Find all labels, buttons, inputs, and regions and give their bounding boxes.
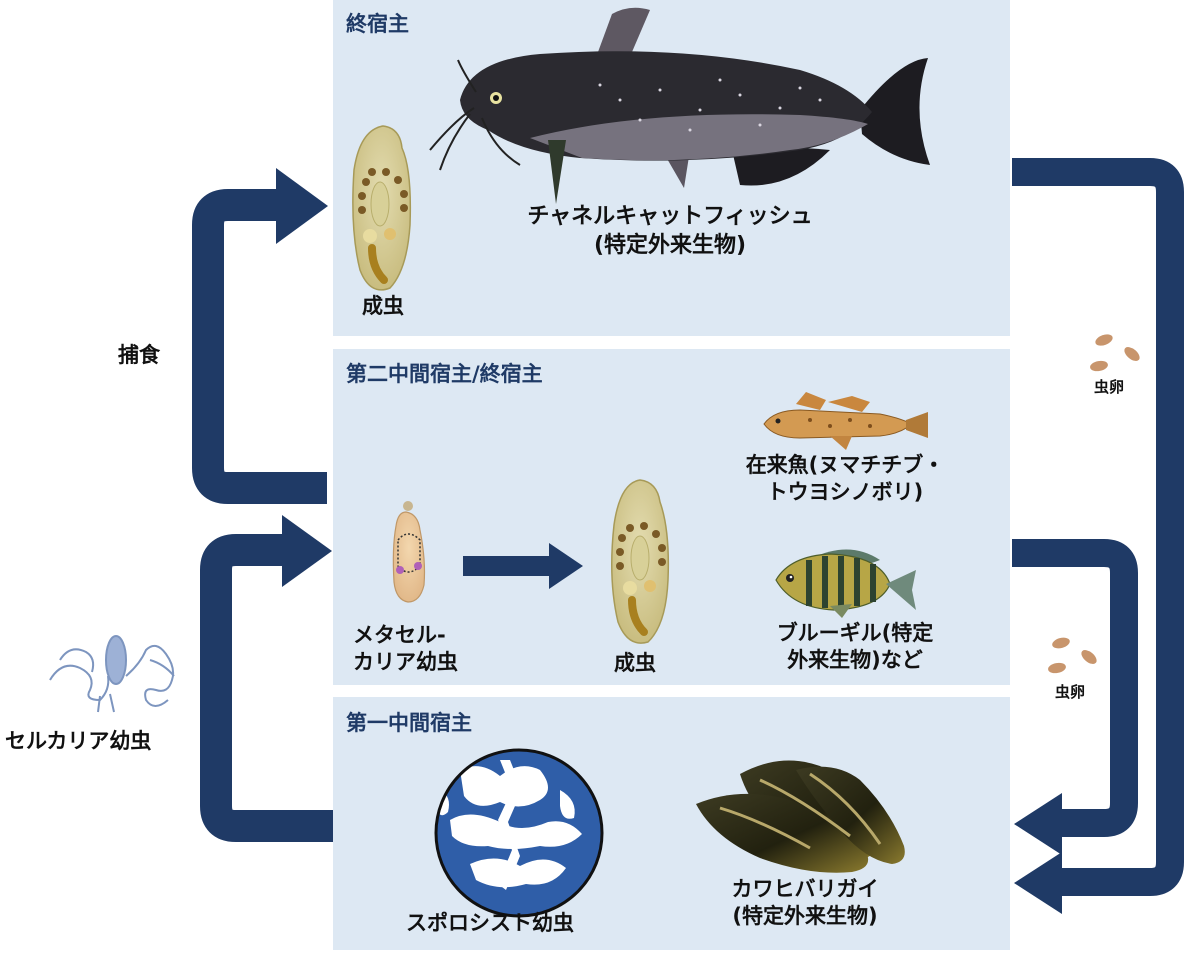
adult-label-final: 成虫: [362, 294, 404, 318]
cercaria-illustration: [49, 635, 175, 713]
mussel-label: カワヒバリガイ (特定外来生物): [731, 877, 879, 929]
egg-label-upper: 虫卵: [1094, 378, 1125, 396]
egg-label-lower: 虫卵: [1055, 683, 1086, 701]
cercaria-arrow: [200, 534, 333, 842]
predation-arrow-head: [276, 168, 328, 244]
egg-icon: [1090, 334, 1140, 372]
sporocyst-label: スポロシスト幼虫: [406, 911, 574, 935]
native-fish-label: 在来魚(ヌマチチブ・ トウヨシノボリ): [745, 453, 945, 505]
predation-arrow: [192, 189, 327, 504]
mussel-illustration: [696, 760, 905, 873]
cercaria-label: セルカリア幼虫: [5, 729, 152, 753]
goby-illustration: [763, 392, 928, 450]
cercaria-arrow-head: [282, 515, 332, 587]
panel-second-intermediate-host: [333, 349, 1010, 685]
predation-label: 捕食: [118, 343, 160, 367]
egg-arrow-inner: [1012, 539, 1138, 837]
metacercaria-illustration: [392, 501, 426, 603]
panel-title-first-host: 第一中間宿主: [346, 711, 472, 735]
catfish-illustration: [429, 7, 930, 204]
egg-arrow-inner-head: [1014, 793, 1062, 855]
panel-final-host: [333, 0, 1010, 336]
metacercaria-label: メタセル- カリア幼虫: [353, 623, 458, 675]
bluegill-illustration: [775, 549, 916, 618]
egg-arrow-outer: [1012, 158, 1184, 896]
sporocyst-illustration: [434, 748, 604, 918]
fluke-illustration: [611, 479, 670, 644]
egg-icon: [1048, 637, 1097, 674]
panel-title-final-host: 終宿主: [346, 12, 409, 36]
development-arrow: [463, 543, 583, 589]
fluke-illustration: [352, 125, 412, 291]
panel-title-second-host: 第二中間宿主/終宿主: [346, 362, 543, 386]
adult-label-second: 成虫: [614, 651, 656, 675]
egg-arrow-outer-head: [1014, 852, 1062, 914]
catfish-name-label: チャネルキャットフィッシュ (特定外来生物): [527, 204, 813, 258]
bluegill-label: ブルーギル(特定 外来生物)など: [776, 621, 934, 673]
